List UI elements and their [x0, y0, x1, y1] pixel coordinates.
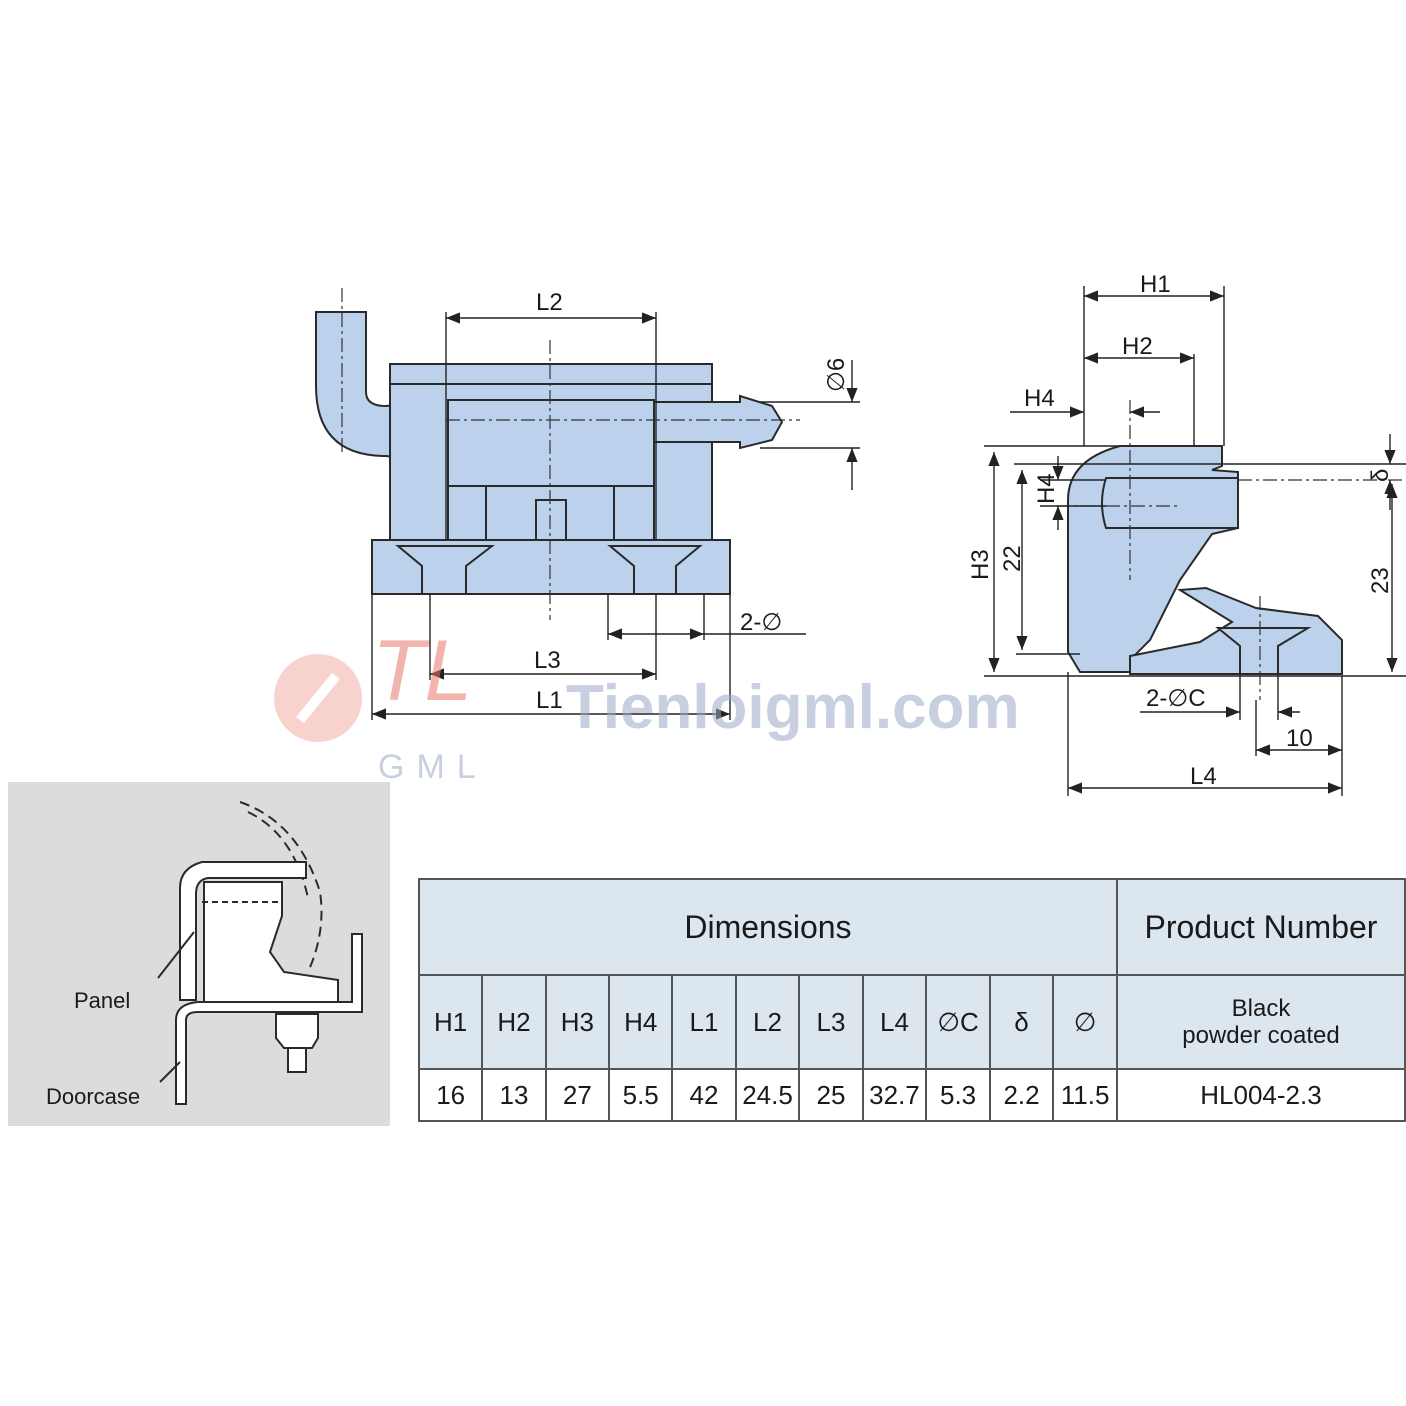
front-dimension-lines — [371, 312, 860, 720]
doorcase-profile — [175, 933, 363, 1105]
swing-arc — [239, 801, 323, 973]
label-l4: L4 — [1190, 763, 1217, 790]
side-dimension-lines — [984, 286, 1406, 796]
label-delta: δ — [1367, 469, 1394, 482]
value-cell: 32.7 — [861, 1068, 928, 1122]
watermark-logo-stripe — [296, 672, 340, 724]
value-cell: 24.5 — [734, 1068, 801, 1122]
label-h4-vertical: H4 — [1033, 473, 1060, 504]
value-cell: 13 — [481, 1068, 547, 1122]
label-23: 23 — [1367, 567, 1394, 594]
column-header: L2 — [734, 974, 801, 1070]
watermark: TL Tienloigml.com GML — [274, 623, 1020, 786]
panel-label: Panel — [74, 988, 130, 1013]
value-cell: 2.2 — [988, 1068, 1055, 1122]
front-centerlines — [341, 288, 800, 620]
front-dimension-labels: L2 ∅6 2-∅ L3 L1 — [534, 289, 850, 714]
value-cell: 27 — [544, 1068, 610, 1122]
finish-cell: Black powder coated — [1115, 974, 1406, 1070]
label-h2: H2 — [1122, 333, 1153, 360]
slot — [535, 499, 567, 541]
column-header: L4 — [861, 974, 928, 1070]
bolt — [275, 1013, 319, 1049]
label-h4: H4 — [1024, 385, 1055, 412]
watermark-text: Tienloigml.com — [566, 673, 1020, 742]
column-header-row: H1 H2 H3 H4 L1 L2 L3 L4 ∅C δ ∅ Black pow… — [417, 974, 1406, 1070]
value-cell: 5.3 — [925, 1068, 991, 1122]
label-l3: L3 — [534, 647, 561, 674]
label-l1: L1 — [536, 687, 563, 714]
label-hole: 2-∅ — [740, 609, 782, 636]
column-header: δ — [988, 974, 1055, 1070]
countersink-left — [395, 545, 495, 595]
label-hole-c: 2-∅C — [1146, 685, 1206, 712]
watermark-sub: GML — [378, 748, 488, 786]
side-dimension-labels: H1 H2 H4 H4 H3 22 23 δ 2-∅C 10 L4 — [967, 271, 1394, 790]
value-row: 16 13 27 5.5 42 24.5 25 32.7 5.3 2.2 11.… — [417, 1068, 1406, 1122]
column-header: ∅C — [925, 974, 991, 1070]
side-view — [1067, 445, 1343, 675]
top-plate — [389, 363, 713, 385]
watermark-brand: TL — [372, 623, 472, 719]
label-22: 22 — [999, 545, 1026, 572]
panel-profile — [179, 861, 307, 1001]
column-header: H4 — [607, 974, 674, 1070]
value-cell: 16 — [417, 1068, 484, 1122]
value-cell: 25 — [798, 1068, 864, 1122]
latch-pin — [653, 394, 784, 450]
value-cell: 11.5 — [1052, 1068, 1118, 1122]
latch-hook — [1101, 477, 1239, 529]
label-h1: H1 — [1140, 271, 1171, 298]
countersink-right — [607, 545, 703, 595]
center-block — [447, 399, 655, 487]
column-header: H3 — [544, 974, 610, 1070]
finish-line: powder coated — [1182, 1022, 1340, 1049]
label-l2: L2 — [536, 289, 563, 316]
left-leg — [447, 485, 487, 541]
label-10: 10 — [1286, 725, 1313, 752]
column-header: H1 — [417, 974, 484, 1070]
installation-inset: Panel Doorcase — [8, 782, 390, 1126]
right-leg — [613, 485, 655, 541]
bolt-shank — [287, 1047, 307, 1073]
doorcase-label: Doorcase — [46, 1084, 140, 1109]
finish-line: Black — [1231, 995, 1291, 1022]
value-cell: 5.5 — [607, 1068, 674, 1122]
value-cell: 42 — [671, 1068, 737, 1122]
label-h3: H3 — [967, 549, 994, 580]
swing-arc-inner — [247, 811, 309, 899]
installation-sketch: Panel Doorcase — [46, 801, 363, 1109]
column-header: ∅ — [1052, 974, 1118, 1070]
column-header: L3 — [798, 974, 864, 1070]
column-header: L1 — [671, 974, 737, 1070]
product-number-header: Product Number — [1115, 878, 1406, 976]
label-d6: ∅6 — [823, 358, 850, 392]
product-number-cell: HL004-2.3 — [1115, 1068, 1406, 1122]
column-header: H2 — [481, 974, 547, 1070]
spec-table: Dimensions Product Number H1 H2 H3 H4 L1… — [417, 878, 1406, 1122]
front-view — [315, 311, 784, 595]
dimensions-header: Dimensions — [418, 878, 1118, 976]
